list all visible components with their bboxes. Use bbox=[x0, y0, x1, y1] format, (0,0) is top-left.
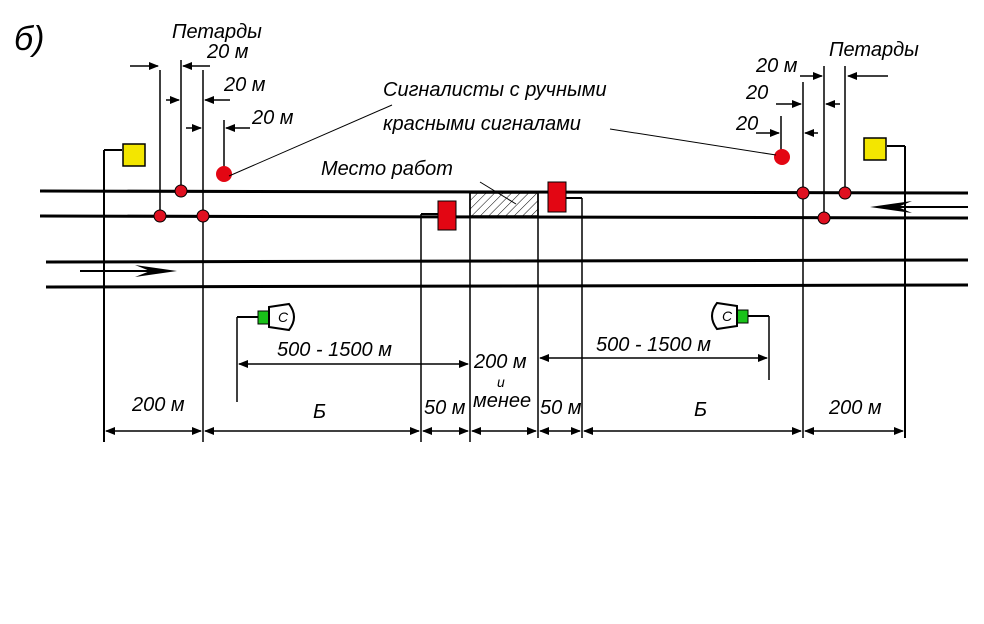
petard-lines-right bbox=[780, 66, 846, 438]
dim-50-right: 50 м bbox=[540, 397, 582, 419]
distance-right-label: 500 - 1500 м bbox=[596, 334, 711, 356]
left-20m-label-1: 20 м bbox=[206, 41, 249, 63]
whistle-sign-right: С bbox=[711, 301, 770, 380]
signalmen-leaders bbox=[228, 104, 777, 177]
work-site-leader bbox=[479, 181, 517, 205]
stop-signal-left bbox=[420, 200, 457, 442]
signalmen-label-line1: Сигналисты с ручными bbox=[383, 79, 607, 101]
petard-icon bbox=[796, 186, 810, 200]
petardy-right-label: Петарды bbox=[829, 39, 919, 61]
signalmen-label-line2: красными сигналами bbox=[383, 113, 581, 135]
whistle-sign-left: С bbox=[236, 302, 295, 402]
train-direction-arrow-right bbox=[80, 265, 177, 277]
red-rectangle-icon bbox=[437, 200, 457, 231]
right-20m-label-3: 20 bbox=[735, 113, 758, 135]
sign-c-icon bbox=[268, 302, 295, 332]
right-20m-dimensions bbox=[756, 72, 888, 137]
petardy-left-label: Петарды bbox=[172, 21, 262, 43]
green-light-icon bbox=[257, 310, 270, 325]
petard-icon bbox=[174, 184, 188, 198]
dim-b-left: Б bbox=[313, 401, 326, 423]
figure-label: б) bbox=[14, 20, 44, 58]
dim-200-left: 200 м bbox=[131, 394, 185, 416]
dim-200-right: 200 м bbox=[828, 397, 882, 419]
right-20m-label-1: 20 м bbox=[755, 55, 798, 77]
left-20m-label-2: 20 м bbox=[223, 74, 266, 96]
yellow-square-icon bbox=[863, 137, 887, 161]
center-less-label: менее bbox=[473, 390, 531, 412]
yellow-square-icon bbox=[122, 143, 146, 167]
dim-50-left: 50 м bbox=[424, 397, 466, 419]
right-20m-label-2: 20 bbox=[745, 82, 768, 104]
sign-c-letter: С bbox=[722, 308, 733, 324]
sign-c-letter: С bbox=[278, 309, 289, 325]
dim-b-right: Б bbox=[694, 399, 707, 421]
center-200-label: 200 м bbox=[473, 351, 527, 373]
reduce-speed-signal-right bbox=[863, 137, 906, 438]
green-light-icon bbox=[736, 309, 749, 324]
petard-lines-left bbox=[159, 60, 225, 442]
petard-icon bbox=[196, 209, 210, 223]
work-site-boundaries bbox=[469, 193, 539, 442]
left-20m-dimensions bbox=[130, 62, 250, 132]
petard-icon bbox=[817, 211, 831, 225]
reduce-speed-signal-left bbox=[103, 143, 146, 442]
signalman-icon bbox=[774, 149, 790, 165]
train-direction-arrow-left bbox=[870, 201, 968, 213]
stop-signal-right bbox=[547, 181, 583, 438]
track-lower bbox=[45, 258, 969, 289]
center-i-label: и bbox=[497, 374, 505, 390]
distance-arrows-500-1500 bbox=[238, 354, 768, 368]
signalman-icon bbox=[216, 166, 232, 182]
red-rectangle-icon bbox=[547, 181, 567, 213]
left-20m-label-3: 20 м bbox=[251, 107, 294, 129]
sign-c-icon bbox=[711, 301, 738, 331]
petard-icon bbox=[153, 209, 167, 223]
work-site-label: Место работ bbox=[321, 158, 453, 180]
track-upper bbox=[39, 189, 969, 220]
petard-icon bbox=[838, 186, 852, 200]
distance-left-label: 500 - 1500 м bbox=[277, 339, 392, 361]
